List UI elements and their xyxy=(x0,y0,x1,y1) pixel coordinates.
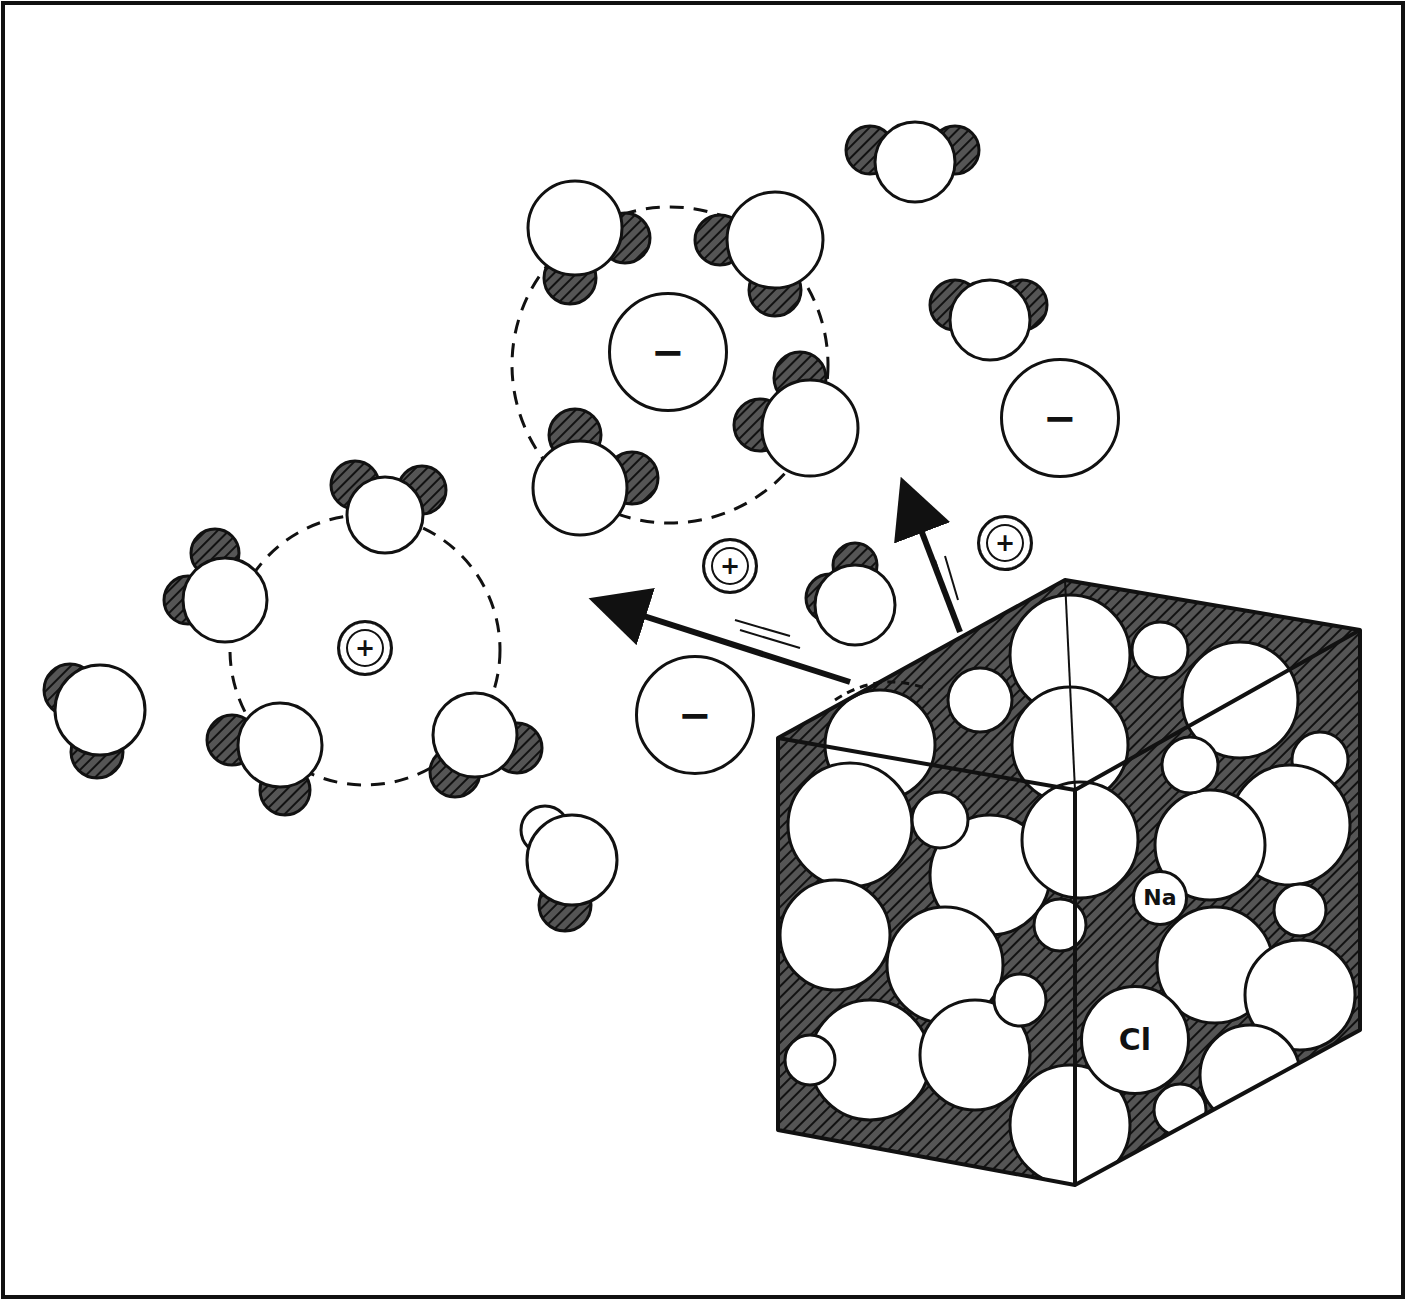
art-g xyxy=(600,488,960,682)
art-line xyxy=(945,556,958,600)
art-circle xyxy=(912,792,968,848)
crystal-ion: Na xyxy=(1132,870,1188,926)
art-circle xyxy=(950,280,1030,360)
ion-label: Cl xyxy=(1119,1025,1151,1055)
art-circle xyxy=(948,668,1012,732)
ion-label: + xyxy=(355,636,375,660)
art-line xyxy=(740,630,800,648)
anion-circle: − xyxy=(608,292,728,412)
cation-circle: + xyxy=(337,620,393,676)
art-circle xyxy=(1132,622,1188,678)
art-circle xyxy=(815,565,895,645)
art-polygon xyxy=(778,580,1360,1185)
ion-label: − xyxy=(678,695,712,735)
anion-circle: − xyxy=(635,655,755,775)
art-g xyxy=(778,580,1360,1185)
art-circle xyxy=(1162,737,1218,793)
ion-label: Na xyxy=(1143,887,1176,909)
art-circle xyxy=(238,703,322,787)
art-circle xyxy=(780,880,890,990)
art-circle xyxy=(55,665,145,755)
cation-circle: + xyxy=(702,538,758,594)
art-circle xyxy=(875,122,955,202)
art-polygon xyxy=(778,580,1360,1185)
art-circle xyxy=(727,192,823,288)
anion-circle: − xyxy=(1000,358,1120,478)
art-circle xyxy=(788,763,912,887)
art-g xyxy=(44,122,1047,931)
art-circle xyxy=(785,1035,835,1085)
art-circle xyxy=(533,441,627,535)
art-circle xyxy=(762,380,858,476)
art-circle xyxy=(183,558,267,642)
crystal-ion: Cl xyxy=(1080,985,1190,1095)
art-line xyxy=(1073,790,1077,1185)
art-path xyxy=(835,682,930,700)
art-g xyxy=(735,556,958,648)
art-line xyxy=(1065,580,1075,790)
ion-label: − xyxy=(1043,398,1077,438)
art-circle xyxy=(994,974,1046,1026)
art-circle xyxy=(527,815,617,905)
ion-label: + xyxy=(720,554,740,578)
art-line xyxy=(905,488,960,632)
art-circle xyxy=(528,181,622,275)
art-line xyxy=(735,620,790,636)
cation-circle: + xyxy=(977,515,1033,571)
art-circle xyxy=(1274,884,1326,936)
ion-label: + xyxy=(995,531,1015,555)
art-circle xyxy=(433,693,517,777)
art-circle xyxy=(1034,899,1086,951)
ion-label: − xyxy=(651,332,685,372)
art-rect xyxy=(3,3,1403,1297)
art-circle xyxy=(1022,782,1138,898)
art-circle xyxy=(347,477,423,553)
